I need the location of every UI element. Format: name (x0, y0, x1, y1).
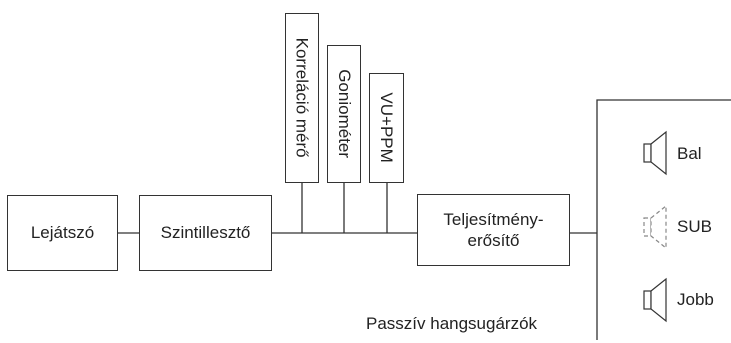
speaker-icon (643, 130, 667, 176)
amplifier-label-line2: erősítő (467, 231, 520, 250)
correlation-meter-block: Korreláció mérő (285, 13, 319, 183)
level-matcher-label: Szintillesztő (160, 223, 251, 243)
speaker-label-left: Bal (677, 144, 702, 163)
goniometer-label: Goniométer (334, 69, 354, 159)
vu-ppm-label: VU+PPM (377, 92, 397, 164)
correlation-meter-label: Korreláció mérő (292, 38, 312, 158)
goniometer-block: Goniométer (327, 45, 361, 183)
speaker-icon-dashed (643, 204, 667, 250)
speaker-label-right: Jobb (677, 290, 714, 309)
level-matcher-block: Szintillesztő (139, 195, 272, 271)
player-block: Lejátszó (7, 195, 118, 271)
player-label: Lejátszó (30, 223, 95, 243)
speaker-group-bracket (596, 99, 731, 340)
amplifier-block: Teljesítmény- erősítő (417, 194, 570, 266)
passive-speakers-caption: Passzív hangsugárzók (366, 314, 538, 333)
amplifier-label-line1: Teljesítmény- (443, 209, 544, 229)
speaker-icon (643, 277, 667, 323)
vu-ppm-block: VU+PPM (369, 73, 404, 183)
speaker-label-sub: SUB (677, 217, 712, 236)
